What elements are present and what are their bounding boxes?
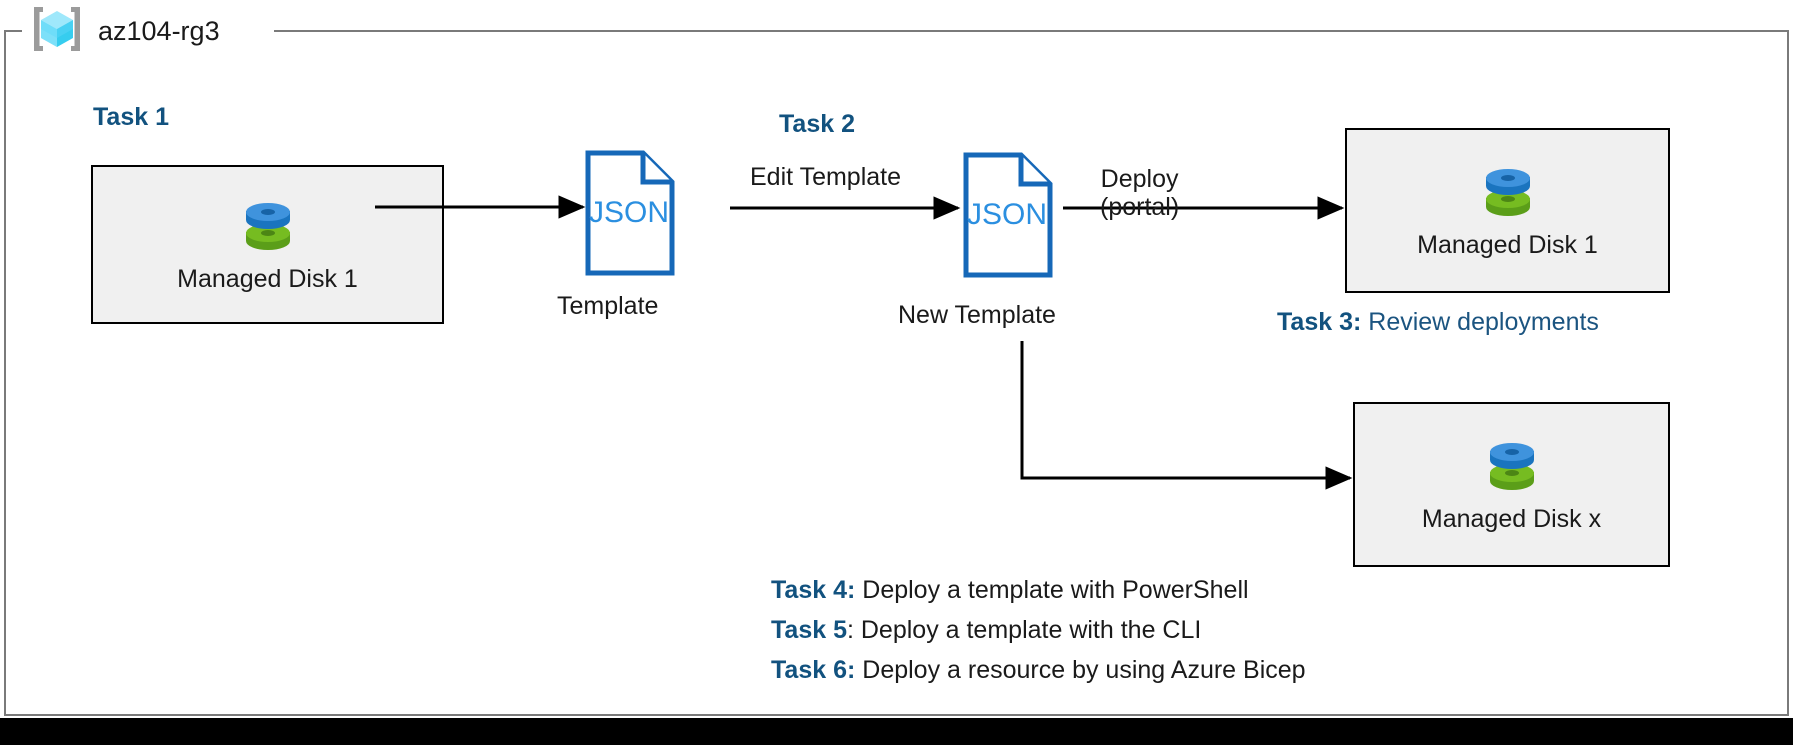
edge-label-deploy-line1: Deploy (1100, 165, 1179, 193)
note-task-5-key: Task 5 (771, 616, 847, 644)
edge-label-edit-template: Edit Template (750, 163, 902, 191)
json-document-icon-template[interactable]: JSON (585, 150, 675, 281)
resource-group-name: az104-rg3 (98, 15, 220, 46)
task-1-heading: Task 1 (93, 103, 169, 131)
svg-text:JSON: JSON (589, 196, 669, 229)
resource-label: Managed Disk x (1421, 505, 1602, 534)
resource-label: Managed Disk 1 (1417, 231, 1598, 260)
resource-group-frame (4, 30, 1789, 716)
note-task-3: Task 3: Review deployments (1277, 310, 1599, 335)
resource-group-header: az104-rg3 (30, 4, 220, 58)
azure-resource-group-cube-icon (30, 3, 84, 60)
resource-label: Managed Disk 1 (177, 265, 358, 294)
note-task-5: Task 5: Deploy a template with the CLI (771, 618, 1201, 643)
resource-box-managed-disk-1-deployed[interactable]: Managed Disk 1 (1345, 128, 1670, 293)
note-task-5-text: : Deploy a template with the CLI (846, 616, 1202, 644)
note-task-4-text: Deploy a template with PowerShell (855, 576, 1249, 604)
svg-text:JSON: JSON (967, 198, 1047, 231)
managed-disk-icon (238, 195, 298, 262)
bottom-black-strip (0, 718, 1793, 745)
note-task-4: Task 4: Deploy a template with PowerShel… (771, 578, 1249, 603)
resource-box-managed-disk-1[interactable]: Managed Disk 1 (91, 165, 444, 324)
template-caption: Template (557, 292, 659, 320)
managed-disk-icon (1478, 161, 1538, 228)
task-2-heading: Task 2 (779, 110, 855, 138)
note-task-6: Task 6: Deploy a resource by using Azure… (771, 658, 1306, 683)
edge-label-deploy: Deploy (portal) (1100, 165, 1179, 221)
resource-box-managed-disk-x[interactable]: Managed Disk x (1353, 402, 1670, 567)
json-document-icon-new-template[interactable]: JSON (963, 152, 1053, 283)
note-task-4-key: Task 4: (771, 576, 856, 604)
new-template-caption: New Template (898, 301, 1056, 329)
managed-disk-icon (1482, 435, 1542, 502)
note-task-6-key: Task 6: (771, 656, 856, 684)
note-task-3-key: Task 3: (1277, 308, 1362, 336)
note-task-3-text: Review deployments (1361, 308, 1599, 336)
note-task-6-text: Deploy a resource by using Azure Bicep (855, 656, 1306, 684)
edge-label-deploy-line2: (portal) (1100, 193, 1180, 221)
